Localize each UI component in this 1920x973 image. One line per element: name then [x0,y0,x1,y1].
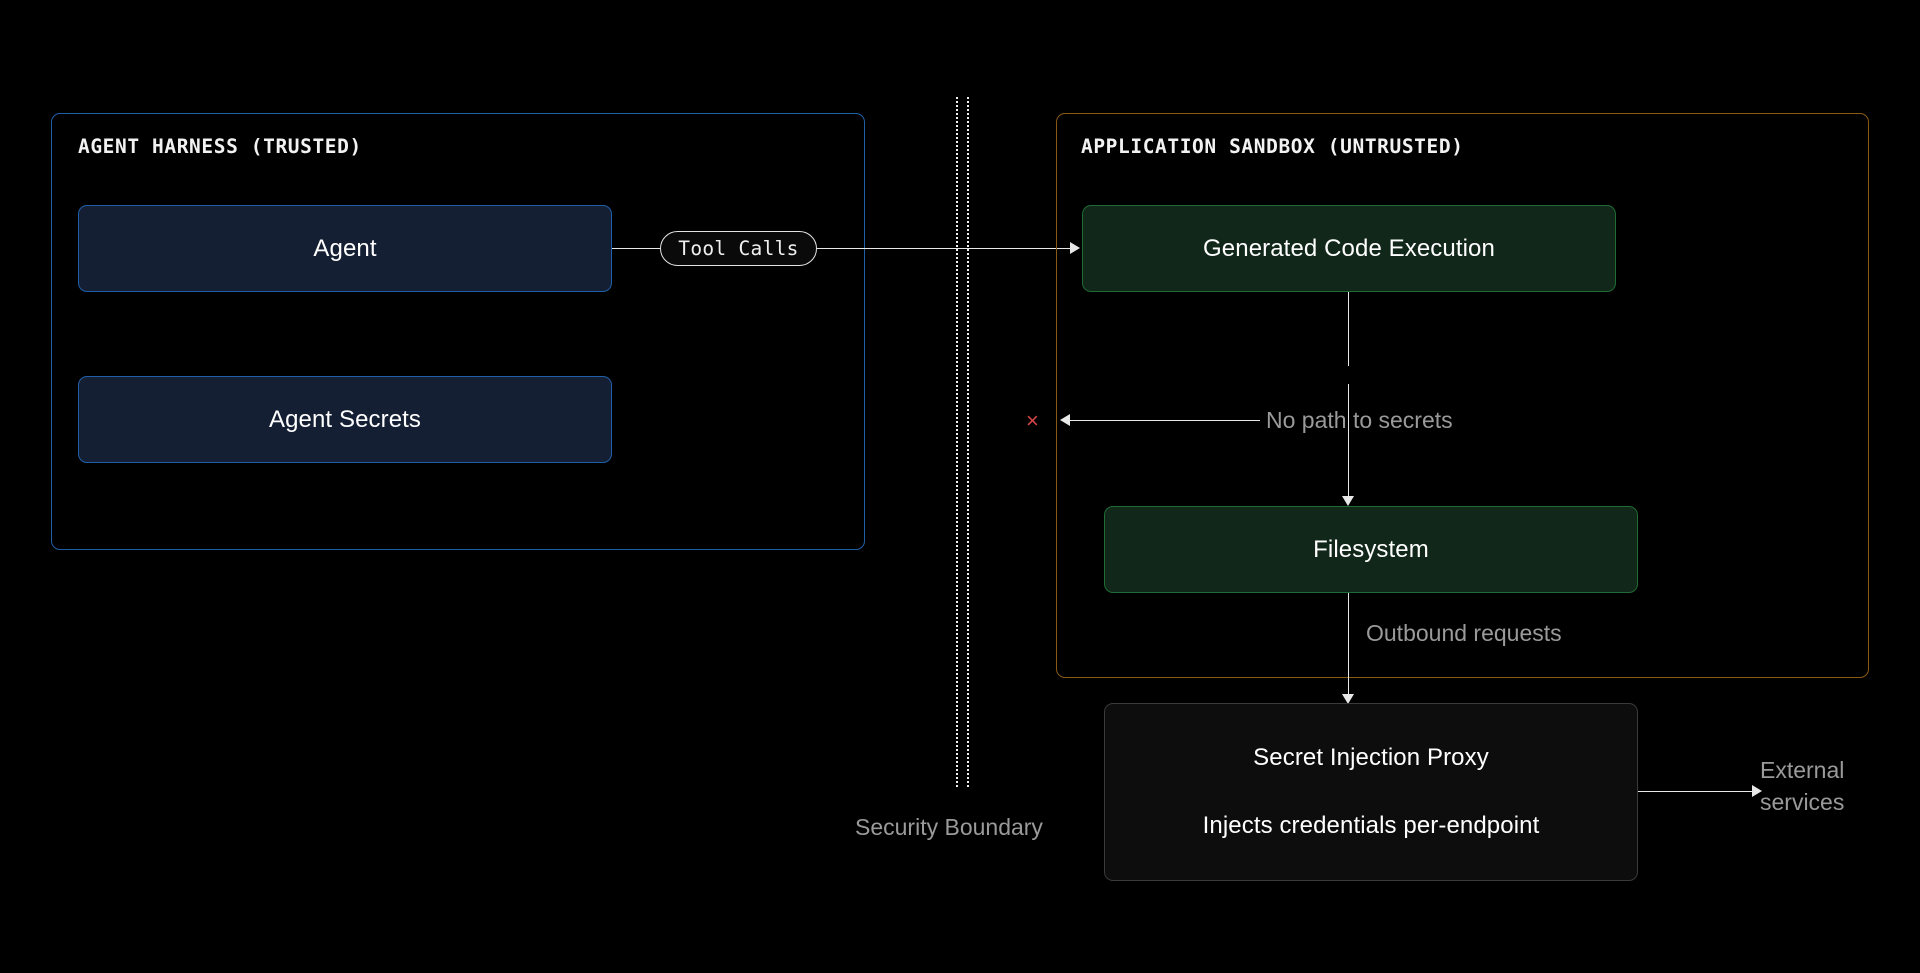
edge-label-tool-calls-text: Tool Calls [678,237,799,260]
node-secret-injection-proxy-label: Secret Injection Proxy [1253,744,1489,772]
node-agent-label: Agent [313,234,377,262]
node-agent[interactable]: Agent [78,205,612,292]
label-external-services-line2: services [1760,788,1845,815]
node-secret-injection-proxy[interactable]: Secret Injection Proxy Injects credentia… [1104,703,1638,881]
edge-no-path-to-secrets-line [1070,420,1260,421]
node-generated-code-execution-label: Generated Code Execution [1203,234,1495,262]
security-boundary-line-right [967,97,969,787]
edge-codeexec-to-filesystem-upper [1348,292,1349,366]
edge-tool-calls-segment-right [817,248,1070,249]
label-external-services: External services [1760,755,1844,818]
security-boundary-line-left [956,97,958,787]
edge-no-path-to-secrets-arrowhead [1060,414,1070,426]
edge-filesystem-to-proxy-line [1348,593,1349,696]
edge-codeexec-to-filesystem-lower [1348,384,1349,496]
node-agent-secrets-label: Agent Secrets [268,405,422,433]
edge-label-no-path-to-secrets: No path to secrets [1266,407,1453,433]
group-agent-harness-title: AGENT HARNESS (TRUSTED) [78,135,362,158]
node-generated-code-execution[interactable]: Generated Code Execution [1082,205,1616,292]
label-external-services-line1: External [1760,757,1845,783]
group-application-sandbox-title: APPLICATION SANDBOX (UNTRUSTED) [1081,135,1464,158]
edge-codeexec-to-filesystem-arrowhead [1342,496,1354,506]
security-boundary-label: Security Boundary [855,814,1043,840]
node-secret-injection-proxy-sublabel: Injects credentials per-endpoint [1202,812,1540,839]
edge-filesystem-to-proxy-arrowhead [1342,694,1354,704]
blocked-path-x-icon: × [1026,408,1039,433]
edge-label-outbound-requests: Outbound requests [1366,620,1562,646]
edge-tool-calls-arrowhead [1070,242,1080,254]
node-agent-secrets[interactable]: Agent Secrets [78,376,612,463]
group-agent-harness [51,113,865,550]
group-application-sandbox [1056,113,1869,678]
edge-proxy-to-external-line [1638,791,1753,792]
node-filesystem-label: Filesystem [1313,535,1429,563]
edge-tool-calls-segment-left [612,248,662,249]
edge-proxy-to-external-arrowhead [1752,785,1762,797]
edge-label-tool-calls: Tool Calls [660,231,817,266]
node-filesystem[interactable]: Filesystem [1104,506,1638,593]
